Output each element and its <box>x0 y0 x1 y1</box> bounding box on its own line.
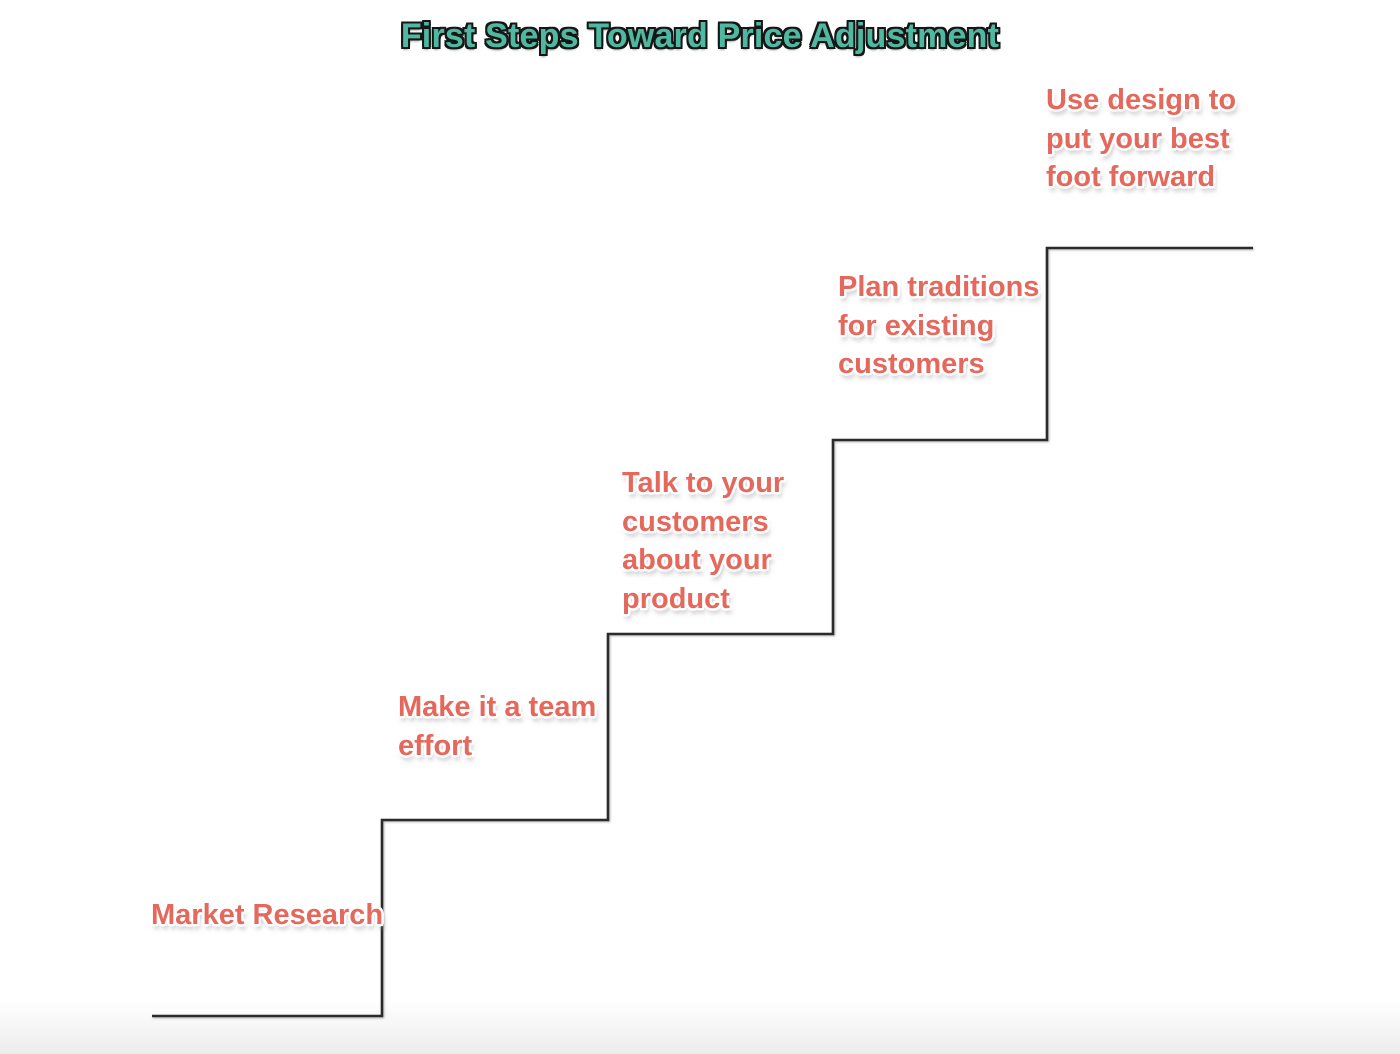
step-label-line: put your best <box>1046 122 1230 155</box>
step-label-line: customers <box>622 505 769 538</box>
step-label-line: Market Research <box>151 899 384 931</box>
step-label-market-research: Market Research <box>151 896 383 935</box>
page-title: First Steps Toward Price Adjustment <box>400 17 1000 55</box>
step-label-line: customers <box>838 348 985 380</box>
step-label-use-design: Use design to put your best foot forward <box>1046 81 1236 197</box>
step-label-line: Use design to <box>1046 84 1237 116</box>
step-label-line: product <box>622 582 730 615</box>
step-label-talk-to-customers: Talk to your customers about your produc… <box>622 464 784 618</box>
step-label-plan-traditions: Plan traditions for existing customers <box>838 268 1039 384</box>
step-label-line: foot forward <box>1046 161 1216 193</box>
step-label-line: Talk to your <box>622 467 785 499</box>
step-label-team-effort: Make it a team effort <box>398 688 596 765</box>
step-label-line: Plan traditions <box>838 271 1040 303</box>
step-label-line: Make it a team <box>398 691 597 723</box>
step-label-line: for existing <box>838 309 995 342</box>
step-label-line: effort <box>398 729 473 762</box>
step-label-line: about your <box>622 544 772 576</box>
staircase-path <box>152 246 1253 1018</box>
